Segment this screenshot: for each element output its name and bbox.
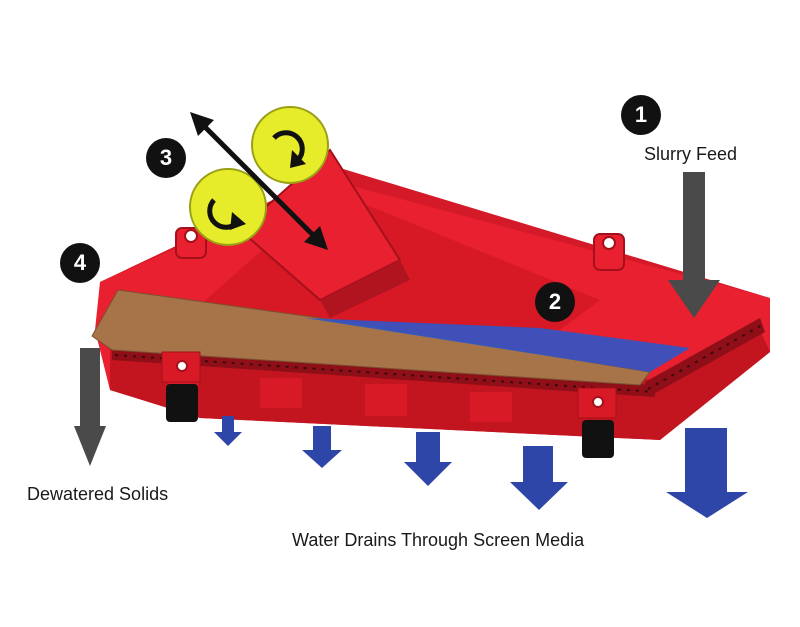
double-headed-arrow-icon bbox=[190, 112, 328, 250]
step-number: 2 bbox=[549, 289, 561, 314]
dewatered-solids-arrow bbox=[74, 348, 106, 466]
drain-arrow bbox=[666, 428, 748, 518]
drain-arrow bbox=[214, 416, 242, 446]
step-number: 1 bbox=[635, 102, 647, 127]
support-foot-right bbox=[577, 387, 617, 458]
lifting-lug-left bbox=[175, 227, 207, 259]
step-badge-1: 1 bbox=[621, 95, 661, 135]
step-number: 4 bbox=[74, 250, 87, 275]
water-drains-label: Water Drains Through Screen Media bbox=[292, 530, 585, 550]
vibrator-motor-front bbox=[189, 168, 267, 246]
curved-arrow-icon bbox=[272, 130, 305, 162]
drain-arrow bbox=[404, 432, 452, 486]
water-drain-arrows bbox=[214, 416, 748, 518]
lifting-lug-right bbox=[593, 233, 625, 271]
dewatered-solids-label: Dewatered Solids bbox=[27, 484, 169, 504]
drain-arrow bbox=[510, 446, 568, 510]
step-number: 3 bbox=[160, 145, 172, 170]
vibrator-motor-rear bbox=[251, 106, 329, 184]
slurry-feed-label: Slurry Feed bbox=[644, 144, 738, 164]
water-pool bbox=[305, 318, 690, 372]
step-badge-3: 3 bbox=[146, 138, 186, 178]
step-badge-4: 4 bbox=[60, 243, 100, 283]
drain-arrow bbox=[302, 426, 342, 468]
step-badge-2: 2 bbox=[535, 282, 575, 322]
slurry-feed-arrow bbox=[668, 172, 720, 318]
support-foot-left bbox=[161, 351, 201, 422]
